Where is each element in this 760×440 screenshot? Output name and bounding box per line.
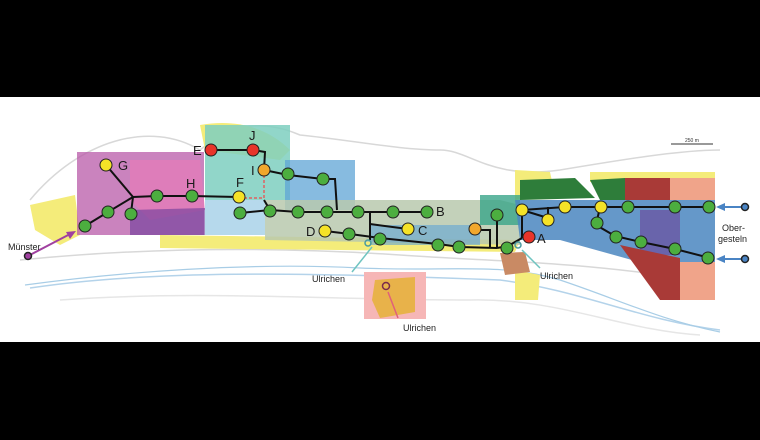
node-yellow[interactable] [541,213,555,227]
river [24,265,721,333]
obergesteln-source-1[interactable] [740,202,750,212]
label-f: F [236,175,244,190]
node-yellow[interactable] [594,200,608,214]
zone-salmon-south [680,262,715,300]
station-ulrichen-east-ring [514,241,522,249]
obergesteln-source-2[interactable] [740,254,750,264]
node-green[interactable] [233,206,247,220]
scale-bar: 250 m [671,138,713,145]
label-e: E [193,143,202,158]
node-green[interactable] [452,240,466,254]
node-green[interactable] [490,208,504,222]
node-green[interactable] [701,251,715,265]
place-ulrichen-south: Ulrichen [403,323,436,333]
place-ulrichen-station: Ulrichen [312,274,345,284]
node-f[interactable] [232,190,246,204]
node-green[interactable] [590,216,604,230]
node-orange[interactable] [468,222,482,236]
zone-violet-west [130,208,205,235]
place-obergesteln-1: Ober- [722,223,745,233]
zone-red-north [625,178,670,200]
node-green[interactable] [668,200,682,214]
node-green[interactable] [668,242,682,256]
zone-darkgreen-east-2 [590,178,625,200]
network-nodes [78,143,716,265]
label-b: B [436,204,445,219]
map-canvas: G H F E J I B C D A Münster Ulrichen Ulr… [0,97,760,342]
node-i[interactable] [257,163,271,177]
node-green[interactable] [281,167,295,181]
label-d: D [306,224,315,239]
label-g: G [118,158,128,173]
district-heating-network-map: G H F E J I B C D A Münster Ulrichen Ulr… [8,122,750,336]
zone-brown-ulrichen [500,252,530,275]
node-green[interactable] [342,227,356,241]
feeder-arrows [23,202,750,319]
node-green[interactable] [185,189,199,203]
node-j[interactable] [246,143,260,157]
node-green[interactable] [431,238,445,252]
node-a[interactable] [522,230,536,244]
node-c[interactable] [401,222,415,236]
station-ulrichen-ring [364,239,372,247]
zone-ulrichen-south [372,277,415,318]
node-green[interactable] [351,205,365,219]
node-green[interactable] [609,230,623,244]
node-green[interactable] [291,205,305,219]
node-labels: G H F E J I B C D A [118,128,546,246]
zone-pink-west [130,160,205,220]
node-green[interactable] [150,189,164,203]
node-g[interactable] [99,158,113,172]
node-d[interactable] [318,224,332,238]
node-green[interactable] [634,235,648,249]
node-green[interactable] [386,205,400,219]
node-green[interactable] [101,205,115,219]
zone-lightblue [205,200,265,235]
node-green[interactable] [263,204,277,218]
node-green[interactable] [500,241,514,255]
node-green[interactable] [124,207,138,221]
label-h: H [186,176,195,191]
zone-salmon-north [670,178,715,200]
label-c: C [418,223,427,238]
scale-label: 250 m [685,138,699,144]
node-green[interactable] [320,205,334,219]
label-a: A [537,231,546,246]
place-obergesteln-2: gesteln [718,234,747,244]
node-green[interactable] [316,172,330,186]
place-muenster: Münster [8,242,41,252]
node-yellow[interactable] [558,200,572,214]
zone-teal-north [205,125,290,200]
ulrichen-south-source[interactable] [381,281,391,291]
node-green[interactable] [420,205,434,219]
place-labels: Münster Ulrichen Ulrichen Ulrichen Ober-… [8,223,747,333]
muenster-source[interactable] [23,251,33,261]
terrain-lines [19,124,721,336]
dashed-link-f-i [244,172,265,199]
node-green[interactable] [78,219,92,233]
node-green[interactable] [373,232,387,246]
node-yellow[interactable] [515,203,529,217]
zone-red-south [620,245,680,300]
label-i: I [251,163,255,178]
node-e[interactable] [204,143,218,157]
node-green[interactable] [621,200,635,214]
node-green[interactable] [702,200,716,214]
place-ulrichen-east: Ulrichen [540,271,573,281]
zone-darkgreen-east [520,178,595,200]
label-j: J [249,128,256,143]
